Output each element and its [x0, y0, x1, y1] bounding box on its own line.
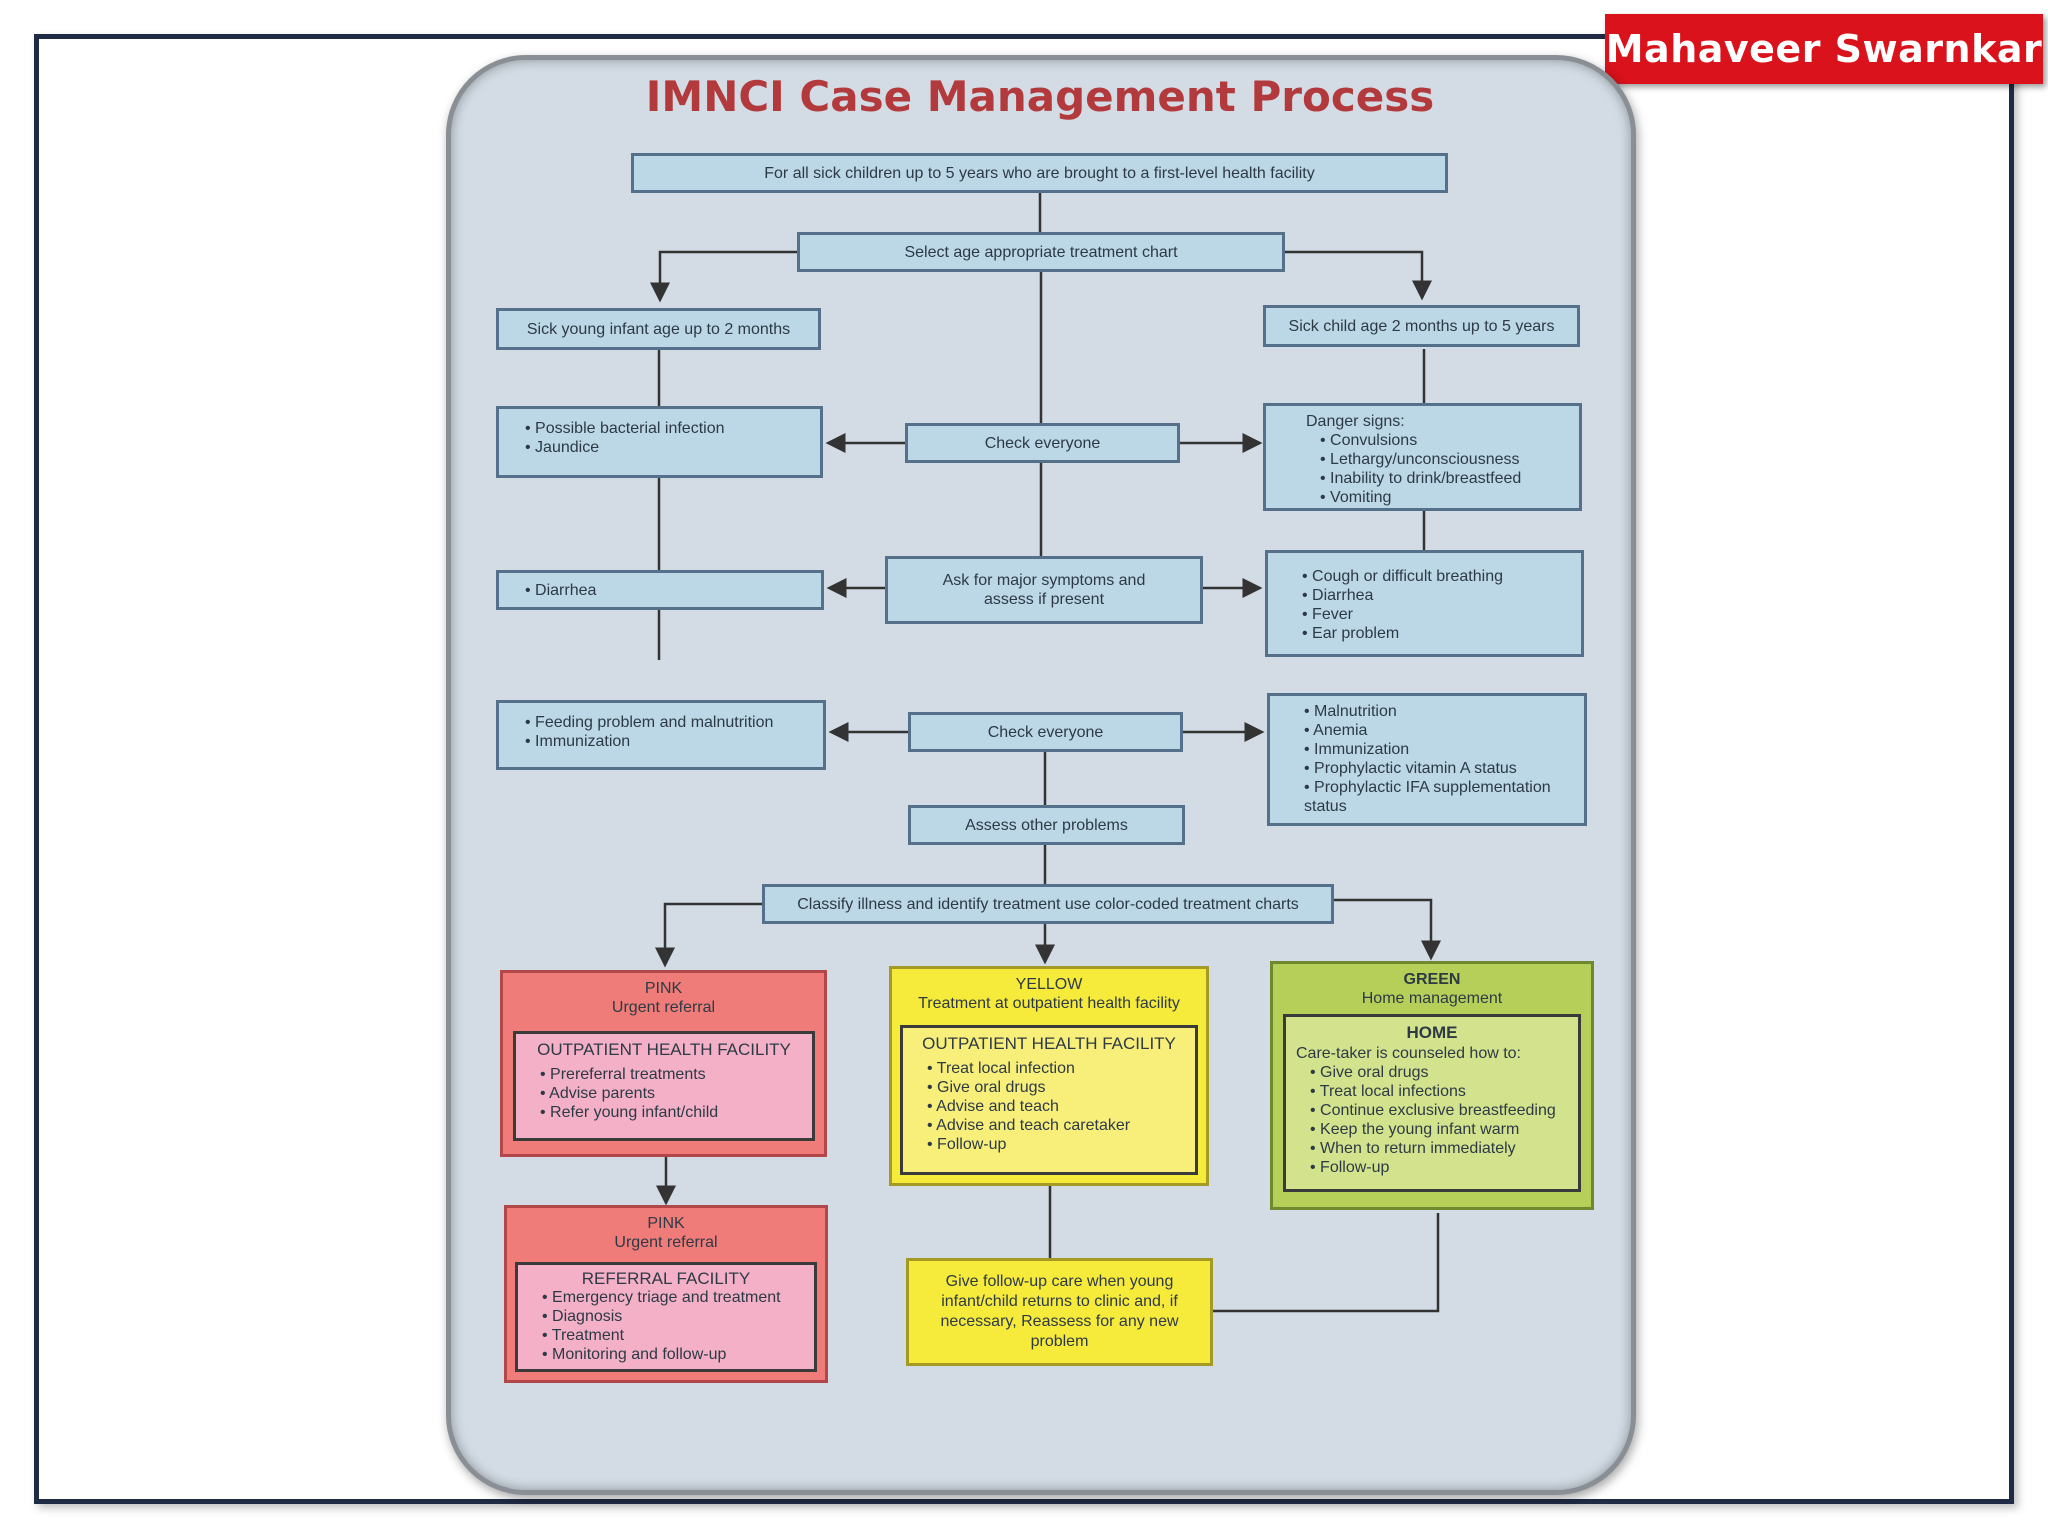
- list-item: Diarrhea: [1302, 586, 1569, 605]
- yellow-inner-title: OUTPATIENT HEALTH FACILITY: [922, 1034, 1176, 1053]
- child-ask-box: Cough or difficult breathing Diarrhea Fe…: [1265, 550, 1584, 657]
- page-title: IMNCI Case Management Process: [645, 72, 1435, 121]
- green-list: Give oral drugs Treat local infections C…: [1296, 1063, 1568, 1177]
- list-item: Advise and teach caretaker: [927, 1116, 1185, 1135]
- list-item: Continue exclusive breastfeeding: [1310, 1101, 1568, 1120]
- list-item: Cough or difficult breathing: [1302, 567, 1569, 586]
- infant-ask-list: Diarrhea: [511, 581, 809, 600]
- list-item: Possible bacterial infection: [525, 419, 808, 438]
- author-badge: Mahaveer Swarnkar: [1605, 14, 2043, 84]
- yellow-box: YELLOW Treatment at outpatient health fa…: [889, 966, 1209, 1186]
- pink-inner-title: OUTPATIENT HEALTH FACILITY: [537, 1040, 791, 1059]
- list-item: Anemia: [1304, 721, 1572, 740]
- list-item: Advise parents: [540, 1084, 802, 1103]
- entry-box: For all sick children up to 5 years who …: [631, 153, 1448, 193]
- pink-sub-label: Urgent referral: [611, 999, 716, 1016]
- green-box: GREEN Home management HOME Care-taker is…: [1270, 961, 1594, 1210]
- list-item: Inability to drink/breastfeed: [1320, 469, 1567, 488]
- child-check2-list: Malnutrition Anemia Immunization Prophyl…: [1290, 702, 1572, 816]
- yellow-inner-box: OUTPATIENT HEALTH FACILITY Treat local i…: [900, 1025, 1198, 1175]
- pink2-color-label: PINK: [647, 1215, 685, 1232]
- list-item: Advise and teach: [927, 1097, 1185, 1116]
- pink-outpatient-box: PINK Urgent referral OUTPATIENT HEALTH F…: [500, 970, 827, 1157]
- infant-ask-box: Diarrhea: [496, 570, 824, 610]
- list-item: Keep the young infant warm: [1310, 1120, 1568, 1139]
- list-item: Monitoring and follow-up: [542, 1345, 804, 1364]
- list-item: Give oral drugs: [1310, 1063, 1568, 1082]
- list-item: When to return immediately: [1310, 1139, 1568, 1158]
- list-item: Vomiting: [1320, 488, 1567, 507]
- list-item: Convulsions: [1320, 431, 1567, 450]
- child-ask-list: Cough or difficult breathing Diarrhea Fe…: [1288, 567, 1569, 643]
- list-item: Jaundice: [525, 438, 808, 457]
- child-box: Sick child age 2 months up to 5 years: [1263, 305, 1580, 347]
- pink2-inner-title: REFERRAL FACILITY: [581, 1269, 751, 1288]
- classify-box: Classify illness and identify treatment …: [762, 884, 1334, 924]
- danger-signs-title: Danger signs:: [1306, 413, 1405, 430]
- danger-signs-list: Convulsions Lethargy/unconsciousness Ina…: [1306, 431, 1567, 507]
- list-item: Ear problem: [1302, 624, 1569, 643]
- child-check2-box: Malnutrition Anemia Immunization Prophyl…: [1267, 693, 1587, 826]
- green-intro: Care-taker is counseled how to:: [1296, 1045, 1521, 1062]
- check-everyone-box-1: Check everyone: [905, 423, 1180, 463]
- list-item: Lethargy/unconsciousness: [1320, 450, 1567, 469]
- list-item: Emergency triage and treatment: [542, 1288, 804, 1307]
- pink-inner-box: OUTPATIENT HEALTH FACILITY Prereferral t…: [513, 1031, 815, 1141]
- list-item: Give oral drugs: [927, 1078, 1185, 1097]
- list-item: Refer young infant/child: [540, 1103, 802, 1122]
- pink2-list: Emergency triage and treatment Diagnosis…: [528, 1288, 804, 1364]
- list-item: Treat local infection: [927, 1059, 1185, 1078]
- danger-signs-box: Danger signs: Convulsions Lethargy/uncon…: [1263, 403, 1582, 511]
- list-item: Prophylactic IFA supplementation status: [1304, 778, 1572, 816]
- followup-box: Give follow-up care when young infant/ch…: [906, 1258, 1213, 1366]
- list-item: Follow-up: [1310, 1158, 1568, 1177]
- list-item: Treat local infections: [1310, 1082, 1568, 1101]
- list-item: Prophylactic vitamin A status: [1304, 759, 1572, 778]
- ask-symptoms-box: Ask for major symptoms and assess if pre…: [885, 556, 1203, 624]
- list-item: Feeding problem and malnutrition: [525, 713, 811, 732]
- infant-check2-box: Feeding problem and malnutrition Immuniz…: [496, 700, 826, 770]
- green-inner-box: HOME Care-taker is counseled how to: Giv…: [1283, 1014, 1581, 1192]
- list-item: Fever: [1302, 605, 1569, 624]
- select-chart-box: Select age appropriate treatment chart: [797, 232, 1285, 272]
- yellow-list: Treat local infection Give oral drugs Ad…: [913, 1059, 1185, 1154]
- list-item: Immunization: [525, 732, 811, 751]
- green-sub-label: Home management: [1361, 990, 1503, 1007]
- pink2-sub-label: Urgent referral: [614, 1234, 718, 1251]
- list-item: Treatment: [542, 1326, 804, 1345]
- list-item: Diarrhea: [525, 581, 809, 600]
- pink2-inner-box: REFERRAL FACILITY Emergency triage and t…: [515, 1262, 817, 1372]
- pink-list: Prereferral treatments Advise parents Re…: [526, 1065, 802, 1122]
- yellow-sub-label: Treatment at outpatient health facility: [918, 995, 1180, 1012]
- pink-referral-box: PINK Urgent referral REFERRAL FACILITY E…: [504, 1205, 828, 1383]
- yellow-color-label: YELLOW: [1015, 976, 1083, 993]
- check-everyone-box-2: Check everyone: [908, 712, 1183, 752]
- green-color-label: GREEN: [1403, 971, 1461, 988]
- list-item: Diagnosis: [542, 1307, 804, 1326]
- green-inner-title: HOME: [1406, 1023, 1458, 1042]
- list-item: Immunization: [1304, 740, 1572, 759]
- list-item: Malnutrition: [1304, 702, 1572, 721]
- assess-other-box: Assess other problems: [908, 805, 1185, 845]
- infant-check2-list: Feeding problem and malnutrition Immuniz…: [511, 713, 811, 751]
- pink-color-label: PINK: [644, 980, 683, 997]
- infant-box: Sick young infant age up to 2 months: [496, 308, 821, 350]
- list-item: Follow-up: [927, 1135, 1185, 1154]
- list-item: Prereferral treatments: [540, 1065, 802, 1084]
- infant-check-list: Possible bacterial infection Jaundice: [511, 419, 808, 457]
- infant-check-box: Possible bacterial infection Jaundice: [496, 406, 823, 478]
